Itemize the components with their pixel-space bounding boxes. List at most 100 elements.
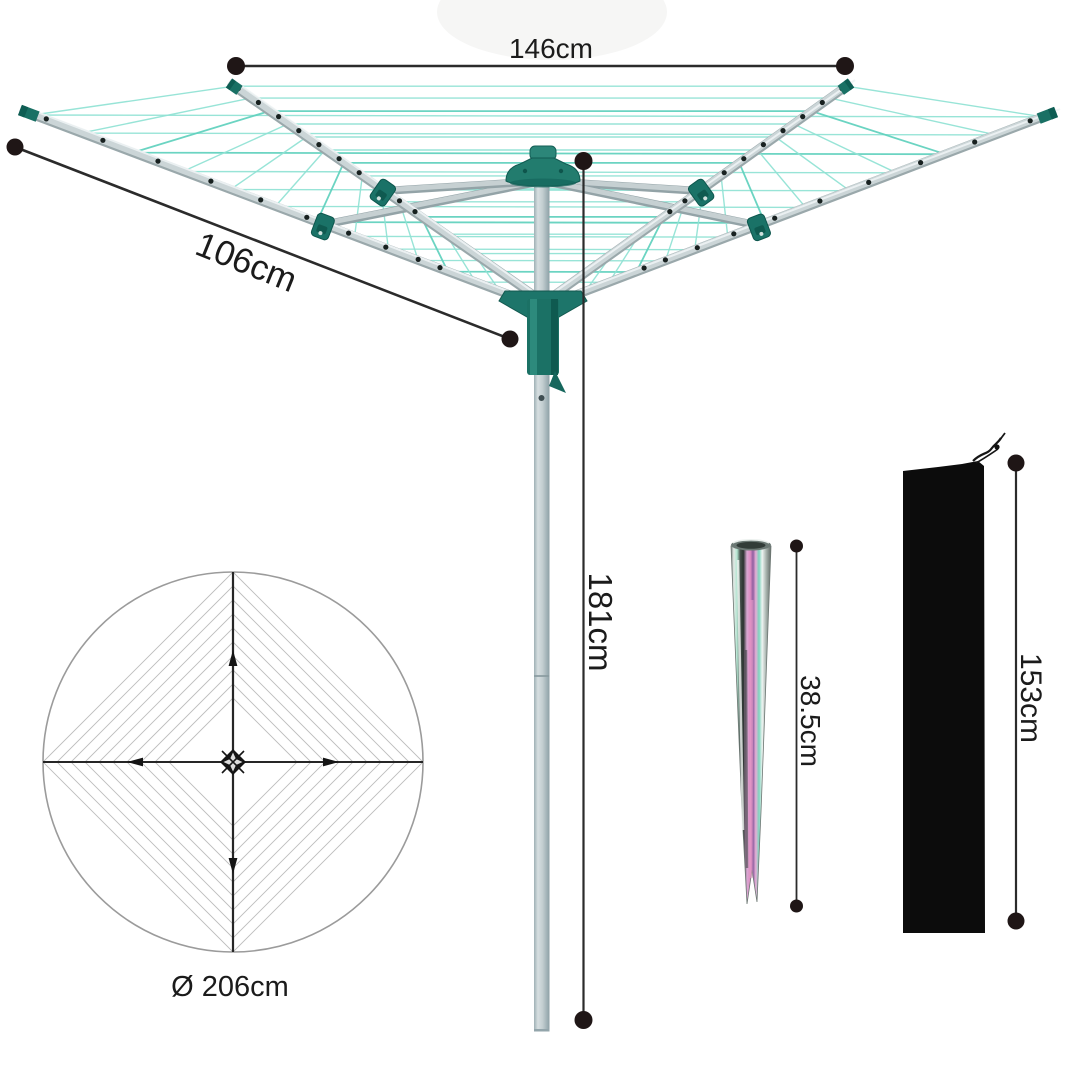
- arm-bracket: [310, 212, 335, 241]
- collar-sleeve-highlight: [530, 299, 537, 375]
- spike-pink-streak: [749, 599, 754, 879]
- collar-pointer: [549, 371, 566, 393]
- strut: [542, 177, 759, 227]
- dimension-height: 181cm: [574, 152, 619, 1029]
- dimension-label-arm-span: 146cm: [509, 33, 593, 64]
- arm-hole: [667, 209, 673, 215]
- dimension-endpoint-dot: [790, 899, 803, 913]
- arm-hole: [918, 160, 924, 166]
- dimension-spike-length: 38.5cm: [790, 539, 826, 913]
- compass-icon: [220, 749, 246, 775]
- top-view-diagram: Ø 206cm: [42, 571, 424, 1003]
- arm-hole: [100, 137, 106, 143]
- hub-cap: [505, 145, 581, 188]
- pole-hole: [538, 395, 545, 401]
- arm: [18, 105, 541, 309]
- arm-hole: [972, 139, 978, 145]
- dimension-line: [14, 145, 511, 341]
- arm-bracket: [687, 178, 715, 207]
- dimension-endpoint-dot: [790, 539, 803, 553]
- arm-hole: [741, 156, 747, 162]
- arm-hole: [383, 244, 389, 250]
- arm-hole: [731, 231, 737, 237]
- arm-hole: [43, 116, 49, 122]
- dimension-endpoint-dot: [501, 330, 519, 348]
- dimension-endpoint-dot: [574, 152, 593, 170]
- arm-hole: [760, 142, 767, 148]
- arm-end-cap-edge: [225, 78, 236, 91]
- arrow-down-icon: [228, 858, 238, 874]
- arm-hole: [415, 256, 421, 262]
- dimension-arm-span: 146cm: [227, 33, 854, 75]
- arrow-up-icon: [228, 650, 238, 666]
- arm-hole: [296, 128, 302, 134]
- dimension-endpoint-dot: [227, 57, 245, 75]
- hub-bolt: [558, 168, 564, 174]
- arm-hole: [437, 265, 443, 271]
- arm-hole: [396, 198, 403, 204]
- arm-hole: [336, 156, 342, 162]
- collar-sleeve-shade: [551, 299, 558, 375]
- arm-hole: [819, 99, 825, 106]
- pole-joint: [534, 675, 550, 677]
- arm-hole: [800, 114, 806, 120]
- arm-hole: [155, 158, 161, 164]
- dimension-endpoint-dot: [836, 57, 854, 75]
- arm-hole: [356, 170, 362, 176]
- arm-hole: [866, 179, 872, 185]
- arm-hole: [255, 99, 261, 106]
- bag-body: [903, 461, 985, 933]
- arm-hole: [641, 265, 647, 271]
- spike-highlight-streak: [736, 559, 745, 831]
- arm-highlight: [23, 106, 540, 304]
- dimension-endpoint-dot: [1007, 454, 1025, 472]
- dimension-endpoint-dot: [1007, 912, 1025, 930]
- arm-hole: [276, 114, 282, 120]
- spike-top-opening: [736, 541, 766, 549]
- arm-hole: [208, 178, 214, 184]
- pole-bottom-edge: [534, 1029, 550, 1032]
- arm-hole: [682, 198, 688, 204]
- arm-hole: [316, 142, 322, 148]
- drawstring-tail: [998, 432, 1006, 442]
- arm-end-cap-edge: [1047, 106, 1058, 120]
- dimension-label-rotation-diameter: Ø 206cm: [171, 971, 289, 1003]
- support-struts: [322, 177, 760, 230]
- arm-hole: [662, 257, 669, 263]
- dimension-bag-length: 153cm: [1007, 454, 1047, 930]
- hub-shade: [510, 178, 576, 188]
- arrow-right-icon: [323, 757, 339, 767]
- pole-tube: [534, 178, 550, 1031]
- dimension-label-height: 181cm: [582, 572, 619, 671]
- arm-brackets: [310, 178, 771, 242]
- arm-hole: [772, 215, 778, 221]
- arm-hole: [817, 198, 823, 204]
- arm-hole: [412, 209, 418, 215]
- dimension-endpoint-dot: [6, 138, 24, 156]
- arm-hole: [304, 214, 310, 220]
- pole: [534, 178, 550, 1032]
- arm-hole: [780, 128, 786, 134]
- ground-spike: [730, 539, 772, 905]
- background-halo: [437, 0, 667, 60]
- arm-highlight: [546, 108, 1061, 304]
- arm-bracket: [369, 178, 397, 207]
- arm-end-cap-edge: [18, 104, 29, 118]
- arm-hole: [258, 197, 264, 203]
- arm-hole: [1027, 118, 1033, 124]
- drawstring: [975, 448, 999, 464]
- dimension-arm-length: 106cm: [6, 138, 519, 348]
- dimension-label-spike-length: 38.5cm: [795, 675, 826, 767]
- pole-collar: [498, 290, 588, 393]
- spike-rim-highlight: [732, 539, 770, 544]
- rotary-dryer: [18, 78, 1061, 1032]
- drawstring: [972, 437, 1002, 462]
- spike-dark-streak: [744, 649, 749, 869]
- cover-bag: [903, 432, 1006, 933]
- arm-bracket: [746, 213, 771, 242]
- dimension-endpoint-dot: [574, 1011, 593, 1029]
- arm-hole: [721, 170, 727, 176]
- arm-hole: [694, 245, 700, 251]
- arm-end-cap-edge: [844, 78, 855, 91]
